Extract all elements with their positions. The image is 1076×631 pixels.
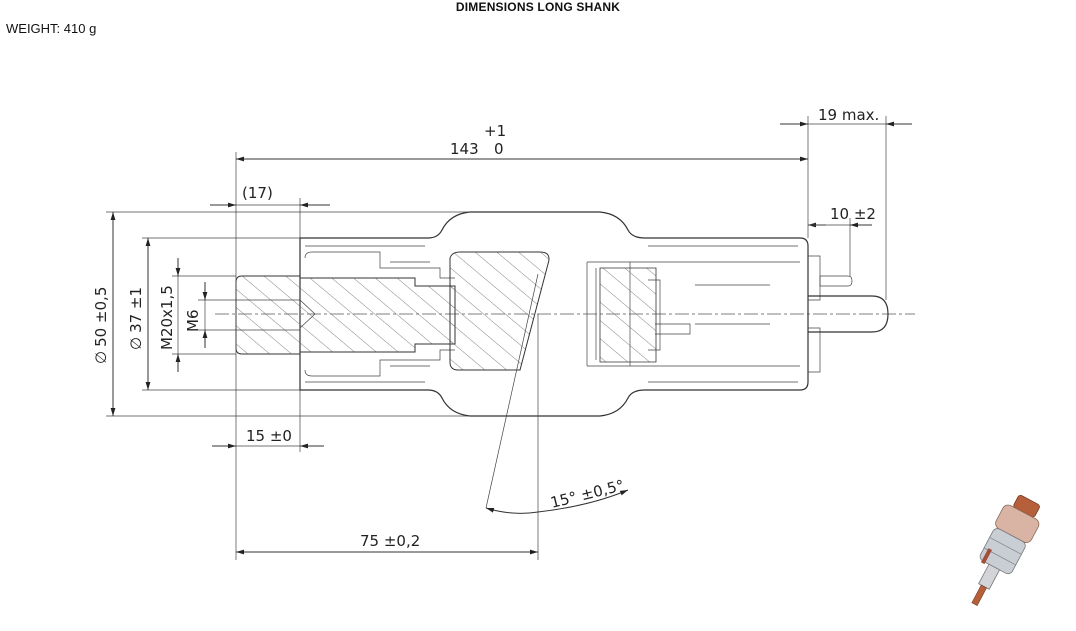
dim-dia-50-text: ∅50 ±0,5	[92, 287, 110, 364]
dim-75-text: 75 ±0,2	[360, 532, 420, 550]
overall-length-tol-upper: +1	[484, 122, 506, 140]
dim-75: 75 ±0,2	[236, 532, 538, 555]
dim-15: 15 ±0	[212, 390, 324, 452]
dim-overall-length: 143 +1 0	[235, 122, 809, 560]
overall-length-value: 143	[450, 140, 479, 158]
weight-label: WEIGHT: 410 g	[6, 21, 97, 36]
dim-dia-50: ∅50 ±0,5	[92, 211, 470, 417]
threaded-shank-hatched	[235, 275, 456, 355]
dim-dia-37-text: ∅37 ±1	[127, 287, 145, 350]
dim-15-text: 15 ±0	[246, 427, 292, 445]
product-thumbnail-image	[971, 494, 1040, 606]
dim-thread-m20-text: M20x1,5	[158, 285, 176, 350]
dim-thread-m20: M20x1,5	[158, 258, 236, 372]
dim-19-max: 19 max.	[780, 106, 912, 300]
dim-10-text: 10 ±2	[830, 205, 876, 223]
dim-17-ref: (17)	[210, 184, 330, 238]
dim-19-max-text: 19 max.	[818, 106, 879, 124]
dim-thread-m6-text: M6	[184, 310, 202, 333]
electrode-tip-hatched	[449, 251, 657, 371]
tip-pin	[808, 275, 889, 333]
dim-10-tip: 10 ±2	[808, 205, 876, 276]
dim-angle-text: 15° ±0,5°	[549, 476, 626, 512]
dim-dia-37: ∅37 ±1	[127, 237, 300, 391]
dim-17-text: (17)	[242, 184, 273, 202]
shank-body-outline	[299, 211, 821, 417]
inner-cavity	[304, 251, 800, 377]
overall-length-tol-lower: 0	[494, 140, 504, 158]
diagram-title: DIMENSIONS LONG SHANK	[455, 0, 621, 14]
dim-thread-m6: M6	[184, 282, 236, 348]
